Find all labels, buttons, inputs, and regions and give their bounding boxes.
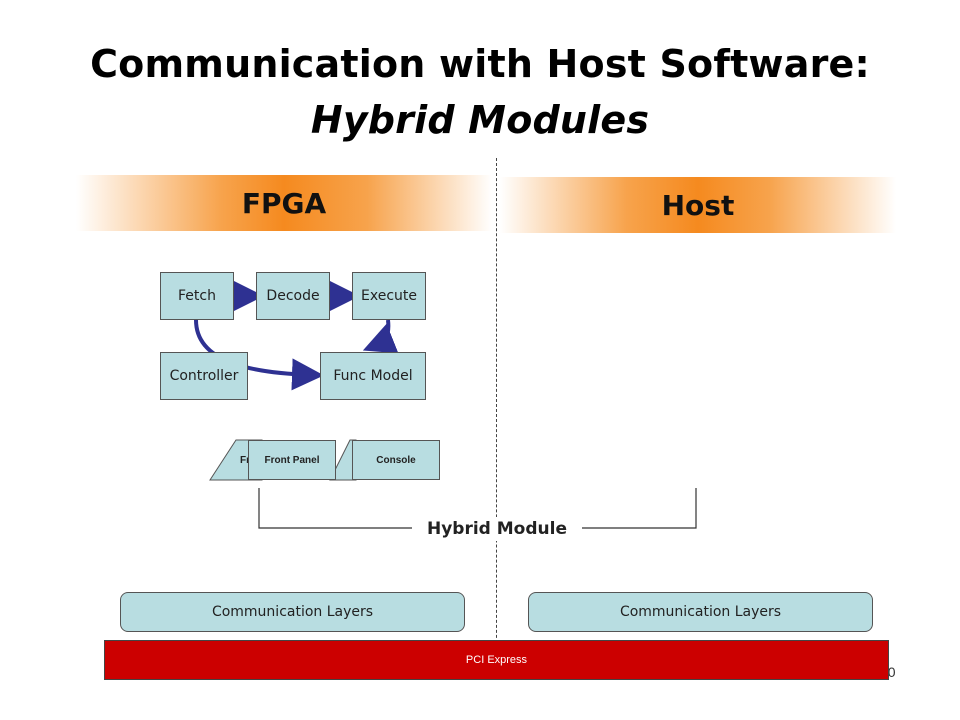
decode-box: Decode [256, 272, 330, 320]
hidden-panel-label: Fr [240, 454, 250, 466]
title-line-1: Communication with Host Software: [90, 42, 870, 86]
console-box: Console [352, 440, 440, 480]
controller-label: Controller [169, 368, 239, 384]
func-model-box: Func Model [320, 352, 426, 400]
slide-title: Communication with Host Software: Hybrid… [0, 36, 960, 148]
front-panel-box: Front Panel [248, 440, 336, 480]
arrow-execute-funcmodel [362, 319, 399, 354]
comm-layers-host-label: Communication Layers [619, 604, 782, 620]
controller-box: Controller [160, 352, 248, 400]
front-panel-label: Front Panel [264, 454, 320, 466]
title-line-2: Hybrid Modules [310, 98, 650, 142]
console-label: Console [376, 454, 416, 466]
pci-express-bar: PCI Express [104, 640, 889, 680]
pci-express-label: PCI Express [465, 654, 528, 666]
execute-box: Execute [352, 272, 426, 320]
execute-label: Execute [361, 288, 417, 304]
fetch-label: Fetch [178, 288, 216, 304]
func-model-label: Func Model [333, 368, 413, 384]
comm-layers-fpga: Communication Layers [120, 592, 465, 632]
fpga-host-divider [496, 158, 497, 658]
fpga-band: FPGA [76, 175, 492, 231]
comm-layers-fpga-label: Communication Layers [211, 604, 374, 620]
host-band: Host [500, 177, 896, 233]
decode-label: Decode [266, 288, 320, 304]
hybrid-module-label: Hybrid Module [412, 517, 582, 541]
fpga-label: FPGA [241, 186, 327, 220]
comm-layers-host: Communication Layers [528, 592, 873, 632]
fetch-box: Fetch [160, 272, 234, 320]
host-label: Host [661, 188, 735, 222]
hidden-panel: Fr [234, 440, 254, 480]
